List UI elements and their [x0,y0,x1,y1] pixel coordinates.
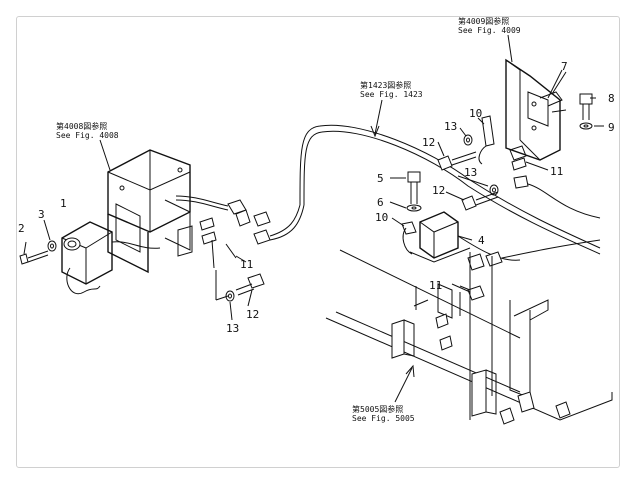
svg-text:第4008図参照: 第4008図参照 [56,121,107,131]
upper-clips [478,115,601,219]
bolt-part-8 [579,93,593,120]
leader-lines [229,71,604,321]
bolt-part-12-middle [461,191,499,211]
washer-part-13-upper [463,134,473,146]
svg-text:第4009図参照: 第4009図参照 [458,16,509,26]
ref-fig4009: 第4009図参照 See Fig. 4009 [458,16,521,63]
label-6: 6 [377,196,384,209]
main-harness [299,124,601,255]
ref-fig5005: 第5005図参照 See Fig. 5005 [352,364,415,423]
label-2: 2 [18,222,25,235]
label-12-upper: 12 [422,136,435,149]
clip-part-10-lower [401,221,417,235]
label-7: 7 [561,60,568,73]
svg-text:See Fig. 1423: See Fig. 1423 [360,90,423,99]
washer-part-6 [406,204,422,212]
washer-part-13-middle [489,184,499,196]
relay-part-4 [402,211,601,271]
label-10-lower: 10 [375,211,388,224]
label-12-lower: 12 [246,308,259,321]
part-labels: 1 2 3 4 5 6 7 8 9 10 10 11 11 11 12 12 1… [18,60,615,335]
label-11-right: 11 [550,165,563,178]
label-11-lower: 11 [429,279,442,292]
washer-part-9 [579,122,593,130]
svg-text:第1423図参照: 第1423図参照 [360,80,411,90]
label-13-lower: 13 [226,322,239,335]
upper-right-bracket [505,58,567,161]
bolt-part-2 [19,241,49,265]
ref-fig4008: 第4008図参照 See Fig. 4008 [56,121,119,171]
switch-part-1 [61,221,161,295]
label-13-upper: 13 [444,120,457,133]
label-5: 5 [377,172,384,185]
label-4: 4 [478,234,485,247]
label-13-middle: 13 [464,166,477,179]
label-11-left: 11 [240,258,253,271]
svg-text:See Fig. 5005: See Fig. 5005 [352,414,415,423]
label-3: 3 [38,208,45,221]
svg-text:第5005図参照: 第5005図参照 [352,404,403,414]
label-10-upper: 10 [469,107,482,120]
label-12-middle: 12 [432,184,445,197]
washer-part-3 [43,219,57,252]
svg-text:See Fig. 4008: See Fig. 4008 [56,131,119,140]
clip-part-11-lower [459,285,485,301]
left-harness [175,195,305,245]
ref-fig1423: 第1423図参照 See Fig. 1423 [360,80,423,138]
left-bracket [107,149,193,274]
label-9: 9 [608,121,615,134]
bolt-part-12-upper [437,151,477,171]
bolt-part-5 [407,171,421,204]
svg-text:See Fig. 4009: See Fig. 4009 [458,26,521,35]
bolt-part-12-lower [215,270,265,302]
label-8: 8 [608,92,615,105]
label-1: 1 [60,197,67,210]
machine-frame [325,249,613,425]
clips-left [199,217,237,269]
